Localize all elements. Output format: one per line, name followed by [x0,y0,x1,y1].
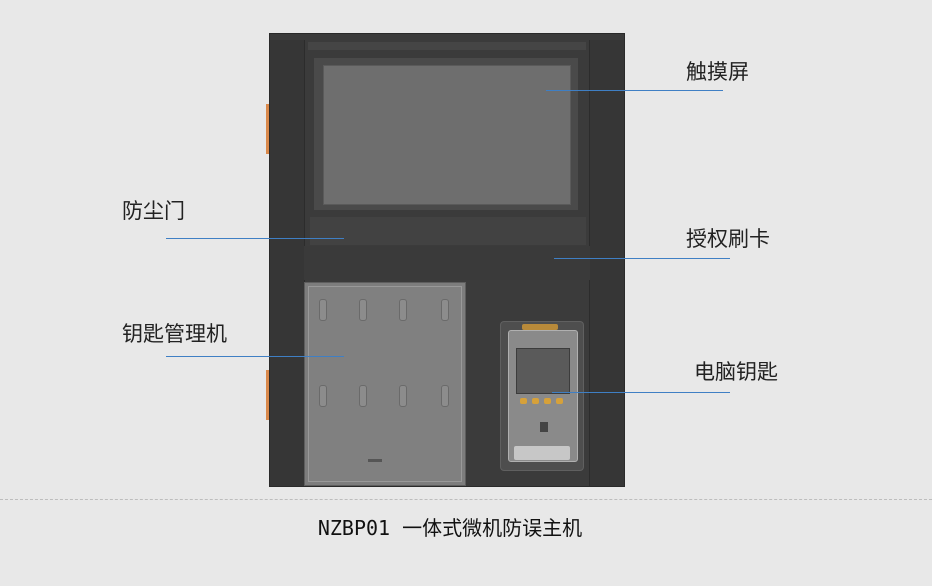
label-computer-key: 电脑钥匙 [694,360,778,384]
cabinet-right-column [589,40,624,486]
label-touchscreen: 触摸屏 [686,60,749,84]
key-hook [319,299,327,321]
cabinet-top-rail [308,42,586,50]
dust-door-band [310,217,586,245]
leader-computer-key [552,392,730,393]
caption: NZBP01 一体式微机防误主机 [317,516,583,540]
cabinet-left-column [270,40,305,486]
caption-divider [0,499,932,500]
key-manager-panel-inner [308,286,462,482]
door-latch-top [266,104,269,154]
computer-key-button [556,398,563,404]
computer-key-button [544,398,551,404]
leader-card-auth [554,258,730,259]
leader-touchscreen [546,90,723,91]
bottom-slot [368,459,382,462]
key-hook [441,299,449,321]
key-hook [359,385,367,407]
key-hook [399,299,407,321]
door-latch-bottom [266,370,269,420]
computer-key-clip [522,324,558,330]
key-hook [319,385,327,407]
label-key-manager: 钥匙管理机 [122,322,227,346]
key-hook [441,385,449,407]
label-dust-door: 防尘门 [122,199,185,223]
key-manager-panel [304,282,466,486]
key-hook [399,385,407,407]
leader-dust-door [166,238,344,239]
computer-key-buttons [520,398,564,408]
computer-key-base [514,446,570,460]
card-reader-band [304,246,590,280]
leader-key-manager [166,356,344,357]
computer-key-screen [516,348,570,394]
key-hook [359,299,367,321]
computer-key-logo [540,422,548,432]
cabinet-body [269,33,625,487]
computer-key-button [532,398,539,404]
label-card-auth: 授权刷卡 [686,227,770,251]
computer-key-button [520,398,527,404]
touchscreen-display [323,65,571,205]
